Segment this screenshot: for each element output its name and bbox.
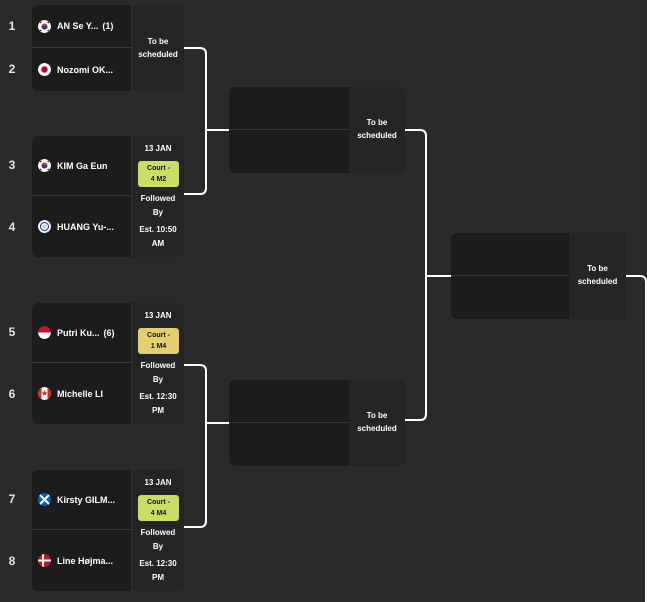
indonesia-flag-icon <box>38 326 51 339</box>
empty-player-slot <box>229 87 349 130</box>
schedule-status: To be <box>366 118 388 127</box>
player-name: Line Højma... <box>57 555 114 566</box>
seed-number: 2 <box>8 62 16 76</box>
match-date: 13 JAN <box>144 478 172 487</box>
followed-label: Followed <box>140 361 176 370</box>
estimated-time: Est. 12:30 <box>139 392 177 401</box>
empty-player-slot <box>451 276 569 319</box>
player-row[interactable]: Putri Ku... (6) <box>32 303 131 363</box>
seed-number: 3 <box>8 158 16 172</box>
schedule-status: scheduled <box>357 131 397 140</box>
schedule-panel: To be scheduled <box>349 87 405 173</box>
match-card-r3-1[interactable]: To be scheduled <box>451 233 626 319</box>
schedule-status: To be <box>587 264 608 273</box>
court-badge[interactable]: Court - 4 M4 <box>138 495 179 521</box>
court-label: Court - <box>147 165 170 172</box>
seed-number: 8 <box>8 554 16 568</box>
seed-number: 6 <box>8 387 16 401</box>
player-name: Kirsty GILM... <box>57 494 116 505</box>
by-label: By <box>152 375 164 384</box>
estimated-time: Est. 10:50 <box>139 225 177 234</box>
court-badge[interactable]: Court - 1 M4 <box>138 328 179 354</box>
empty-player-slot <box>229 130 349 173</box>
match-date: 13 JAN <box>144 311 172 320</box>
player-row[interactable]: Kirsty GILM... <box>32 470 131 530</box>
denmark-flag-icon <box>38 554 51 567</box>
match-card-r1-3[interactable]: Putri Ku... (6) Michelle LI 13 JAN Court… <box>32 303 184 424</box>
player-name: Nozomi OK... <box>57 64 113 75</box>
seed-number: 7 <box>8 492 16 506</box>
followed-label: Followed <box>140 528 176 537</box>
empty-player-slot <box>451 233 569 276</box>
court-number: 1 M4 <box>150 343 167 350</box>
player-row[interactable]: HUANG Yu-... <box>32 196 131 257</box>
followed-label: Followed <box>140 194 176 203</box>
schedule-status: scheduled <box>138 50 178 59</box>
schedule-panel: To be scheduled <box>131 5 184 91</box>
match-card-r1-4[interactable]: Kirsty GILM... Line Højma... 13 JAN Cour… <box>32 470 184 591</box>
empty-player-slot <box>229 380 349 423</box>
player-name: AN Se Y... <box>57 21 99 31</box>
estimated-time: Est. 12:30 <box>139 559 177 568</box>
korea-flag-icon <box>38 19 51 33</box>
empty-player-slot <box>229 423 349 466</box>
player-name: HUANG Yu-... <box>57 221 114 232</box>
court-badge[interactable]: Court - 4 M2 <box>138 161 179 187</box>
court-label: Court - <box>147 499 170 506</box>
player-seed: (1) <box>102 21 114 31</box>
player-name: KIM Ga Eun <box>57 160 108 171</box>
schedule-status: scheduled <box>577 277 618 286</box>
japan-flag-icon <box>38 63 51 76</box>
schedule-panel: 13 JAN Court - 1 M4 Followed By Est. 12:… <box>131 303 184 424</box>
estimated-time-period: PM <box>152 573 164 582</box>
court-number: 4 M4 <box>150 510 167 517</box>
connector-r3 <box>626 275 647 602</box>
korea-flag-icon <box>38 159 51 172</box>
match-date: 13 JAN <box>144 144 172 153</box>
by-label: By <box>152 208 164 217</box>
player-row[interactable]: Michelle LI <box>32 363 131 424</box>
chinese-taipei-flag-icon <box>38 220 51 233</box>
connector-r1-top <box>184 47 207 195</box>
canada-flag-icon <box>38 387 51 400</box>
schedule-panel: To be scheduled <box>349 380 405 466</box>
player-row[interactable]: AN Se Y... (1) <box>32 5 131 48</box>
player-row[interactable]: KIM Ga Eun <box>32 136 131 196</box>
scotland-flag-icon <box>38 493 51 506</box>
match-card-r1-2[interactable]: KIM Ga Eun HUANG Yu-... 13 JAN Court - 4… <box>32 136 184 257</box>
connector-r1-bottom <box>184 364 207 528</box>
by-label: By <box>152 542 164 551</box>
player-name: Putri Ku... <box>57 327 100 338</box>
schedule-panel: 13 JAN Court - 4 M4 Followed By Est. 12:… <box>131 470 184 591</box>
schedule-status: To be <box>147 37 169 46</box>
seed-number: 4 <box>8 220 16 234</box>
match-card-r1-1[interactable]: AN Se Y... (1) Nozomi OK... To be schedu… <box>32 5 184 91</box>
player-row[interactable]: Nozomi OK... <box>32 48 131 91</box>
seed-number: 1 <box>8 19 16 33</box>
seed-number: 5 <box>8 325 16 339</box>
player-row[interactable]: Line Højma... <box>32 530 131 591</box>
match-card-r2-2[interactable]: To be scheduled <box>229 380 405 466</box>
player-name: Michelle LI <box>57 388 104 399</box>
court-label: Court - <box>147 332 170 339</box>
estimated-time-period: PM <box>152 406 164 415</box>
match-card-r2-1[interactable]: To be scheduled <box>229 87 405 173</box>
court-number: 4 M2 <box>150 176 167 183</box>
connector-r2 <box>405 129 427 421</box>
schedule-panel: To be scheduled <box>569 233 626 319</box>
schedule-panel: 13 JAN Court - 4 M2 Followed By Est. 10:… <box>131 136 184 257</box>
schedule-status: To be <box>366 411 388 420</box>
schedule-status: scheduled <box>357 424 397 433</box>
estimated-time-period: AM <box>151 239 165 248</box>
player-seed: (6) <box>103 327 115 338</box>
